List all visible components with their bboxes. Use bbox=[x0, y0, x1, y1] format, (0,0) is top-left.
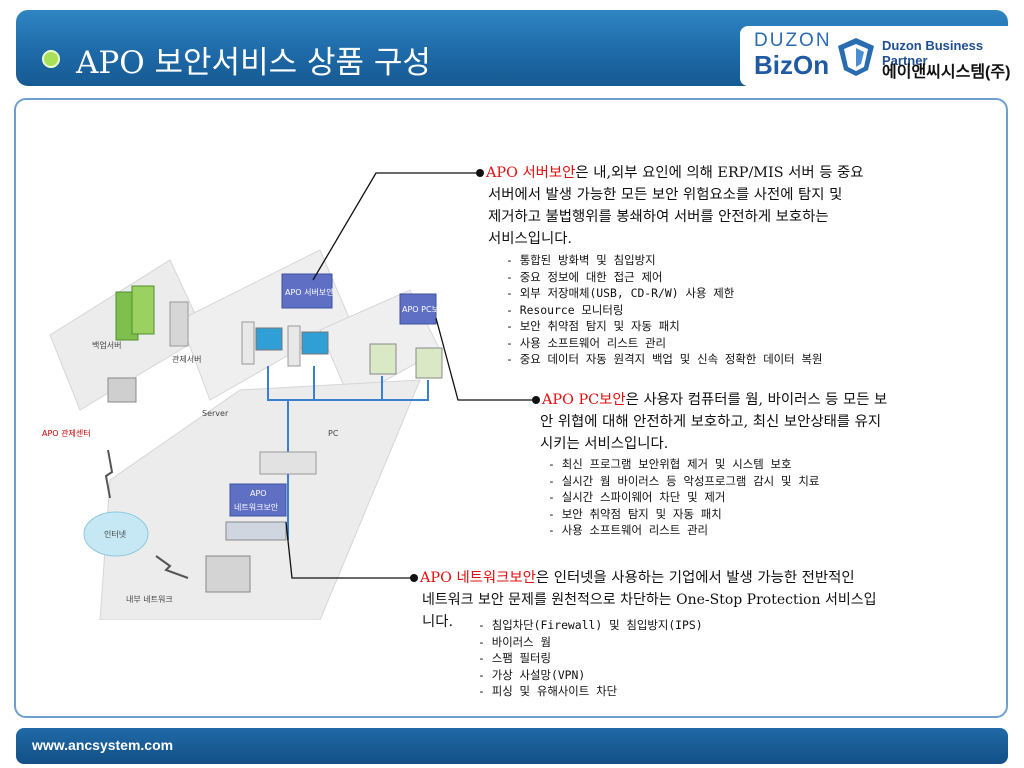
list-item: - 외부 저장매체(USB, CD-R/W) 사용 제한 bbox=[506, 286, 735, 300]
list-item: - 피싱 및 유해사이트 차단 bbox=[478, 684, 618, 698]
lightning-link-icon bbox=[104, 449, 114, 499]
header-bar: APO 보안서비스 상품 구성 DUZON BizOn Duzon Busine… bbox=[16, 10, 1020, 86]
network-security-description: APO 네트워크보안은 인터넷을 사용하는 기업에서 발생 가능한 전반적인 네… bbox=[410, 567, 1010, 633]
network-desc-line-3: 니다. bbox=[422, 614, 454, 630]
pc-callout-line bbox=[435, 317, 534, 401]
pc-desc-line-2: 안 위협에 대해 안전하게 보호하고, 최신 보안상태를 유지 bbox=[540, 414, 882, 430]
list-item: - 스팸 필터링 bbox=[478, 651, 551, 665]
bullet-icon bbox=[410, 574, 418, 582]
lightning-link-icon-2 bbox=[155, 555, 189, 579]
network-security-box bbox=[229, 483, 287, 517]
pc-security-description: APO PC보안은 사용자 컴퓨터를 웜, 바이러스 등 모든 보 안 위협에 … bbox=[532, 389, 992, 455]
server-security-label: APO 서버보안 bbox=[285, 287, 334, 297]
logo-bizon-text: BizOn bbox=[754, 50, 830, 80]
server-desc-line-4: 서비스입니다. bbox=[488, 231, 573, 247]
list-item: - Resource 모니터링 bbox=[506, 302, 624, 317]
list-item: - 최신 프로그램 보안위협 제거 및 시스템 보호 bbox=[548, 457, 792, 471]
list-item: - 실시간 스파이웨어 차단 및 제거 bbox=[548, 490, 726, 504]
pc-zone-label: PC bbox=[328, 429, 339, 438]
server-feature-list: - 통합된 방화벽 및 침입방지 - 중요 정보에 대한 접근 제어 - 외부 … bbox=[506, 252, 822, 368]
internet-label: 인터넷 bbox=[104, 529, 126, 539]
internet-cloud-icon bbox=[83, 511, 149, 557]
core-router-icon bbox=[205, 555, 251, 593]
server-tower-icon bbox=[241, 321, 255, 365]
pc-desc-line-1: 은 사용자 컴퓨터를 웜, 바이러스 등 모든 보 bbox=[625, 392, 888, 408]
network-callout-line bbox=[285, 521, 412, 579]
network-security-name: APO 네트워크보안 bbox=[420, 570, 536, 586]
shield-logo-icon bbox=[838, 38, 874, 76]
server-security-box bbox=[281, 273, 333, 309]
list-item: - 중요 데이터 자동 원격지 백업 및 신속 정확한 데이터 복원 bbox=[506, 352, 823, 366]
server-security-name: APO 서버보안 bbox=[486, 165, 576, 181]
network-security-label-1: APO bbox=[250, 489, 267, 498]
control-center-label: APO 관제센터 bbox=[42, 428, 91, 438]
bullet-icon bbox=[532, 396, 540, 404]
title-bullet-icon bbox=[42, 50, 60, 68]
network-security-label-2: 네트워크보안 bbox=[234, 502, 279, 512]
bullet-icon bbox=[476, 169, 484, 177]
page-title: APO 보안서비스 상품 구성 bbox=[76, 45, 431, 81]
list-item: - 통합된 방화벽 및 침입방지 bbox=[506, 253, 656, 267]
list-item: - 가상 사설망(VPN) bbox=[478, 667, 586, 682]
list-item: - 보안 취약점 탐지 및 자동 패치 bbox=[548, 506, 722, 521]
logo-partner-text: Duzon Business Partner bbox=[882, 38, 984, 68]
internal-network-label: 내부 네트워크 bbox=[126, 595, 173, 604]
server-tower-icon-2 bbox=[287, 325, 301, 367]
list-item: - 보안 취약점 탐지 및 자동 패치 bbox=[506, 319, 680, 333]
pc-link-line-2 bbox=[382, 380, 429, 401]
footer-url[interactable]: www.ancsystem.com bbox=[32, 737, 174, 753]
pc-monitor-icon-2 bbox=[415, 347, 443, 379]
list-item: - 침입차단(Firewall) 및 침입방지(IPS) bbox=[478, 618, 703, 632]
footer-bar: www.ancsystem.com bbox=[16, 728, 1008, 764]
pc-security-box bbox=[399, 293, 437, 325]
pc-security-name: APO PC보안 bbox=[542, 392, 626, 408]
list-item: - 사용 소프트웨어 리스트 관리 bbox=[506, 335, 667, 350]
pc-desc-line-3: 시키는 서비스입니다. bbox=[540, 436, 669, 452]
control-server-icon bbox=[169, 301, 189, 347]
list-item: - 바이러스 웜 bbox=[478, 634, 551, 649]
router-icon bbox=[107, 377, 137, 403]
list-item: - 사용 소프트웨어 리스트 관리 bbox=[548, 523, 709, 537]
server-security-description: APO 서버보안은 내,외부 요인에 의해 ERP/MIS 서버 등 중요 서버… bbox=[476, 162, 976, 250]
server-desc-line-1: 은 내,외부 요인에 의해 ERP/MIS 서버 등 중요 bbox=[575, 165, 864, 181]
server-desc-line-2: 서버에서 발생 가능한 모든 보안 위험요소를 사전에 탐지 및 bbox=[488, 187, 843, 203]
list-item: - 중요 정보에 대한 접근 제어 bbox=[506, 269, 663, 284]
pc-feature-list: - 최신 프로그램 보안위협 제거 및 시스템 보호 - 실시간 웜 바이러스 … bbox=[548, 456, 819, 539]
network-diagram: 백업서버 관제서버 APO 관제센터 APO 서버보안 Server APO P… bbox=[42, 249, 447, 620]
network-feature-list: - 침입차단(Firewall) 및 침입방지(IPS) - 바이러스 웜 - … bbox=[478, 617, 703, 700]
brand-logo: DUZON BizOn Duzon Business Partner 에이앤씨시… bbox=[740, 26, 1020, 86]
list-item: - 실시간 웜 바이러스 등 악성프로그램 감시 및 치료 bbox=[548, 473, 820, 488]
firewall-appliance-icon bbox=[225, 521, 287, 541]
server-link-line bbox=[267, 366, 289, 452]
backup-server-icon-2 bbox=[131, 285, 155, 335]
control-server-label: 관제서버 bbox=[172, 354, 201, 364]
logo-duzon-text: DUZON bbox=[754, 30, 832, 51]
pc-security-label: APO PC보안 bbox=[402, 304, 447, 314]
network-desc-line-2: 네트워크 보안 문제를 원천적으로 차단하는 One-Stop Protecti… bbox=[422, 592, 877, 608]
server-callout-line bbox=[312, 172, 476, 281]
network-desc-line-1: 은 인터넷을 사용하는 기업에서 발생 가능한 전반적인 bbox=[535, 570, 855, 586]
server-zone-label: Server bbox=[202, 409, 229, 418]
logo-company-text: 에이앤씨시스템(주) bbox=[882, 64, 1011, 81]
server-monitor-icon-2 bbox=[301, 331, 329, 355]
server-monitor-icon bbox=[255, 327, 283, 351]
server-desc-line-3: 제거하고 불법행위를 봉쇄하여 서버를 안전하게 보호하는 bbox=[488, 209, 829, 225]
backup-server-label: 백업서버 bbox=[92, 340, 121, 350]
pc-monitor-icon bbox=[369, 343, 397, 375]
